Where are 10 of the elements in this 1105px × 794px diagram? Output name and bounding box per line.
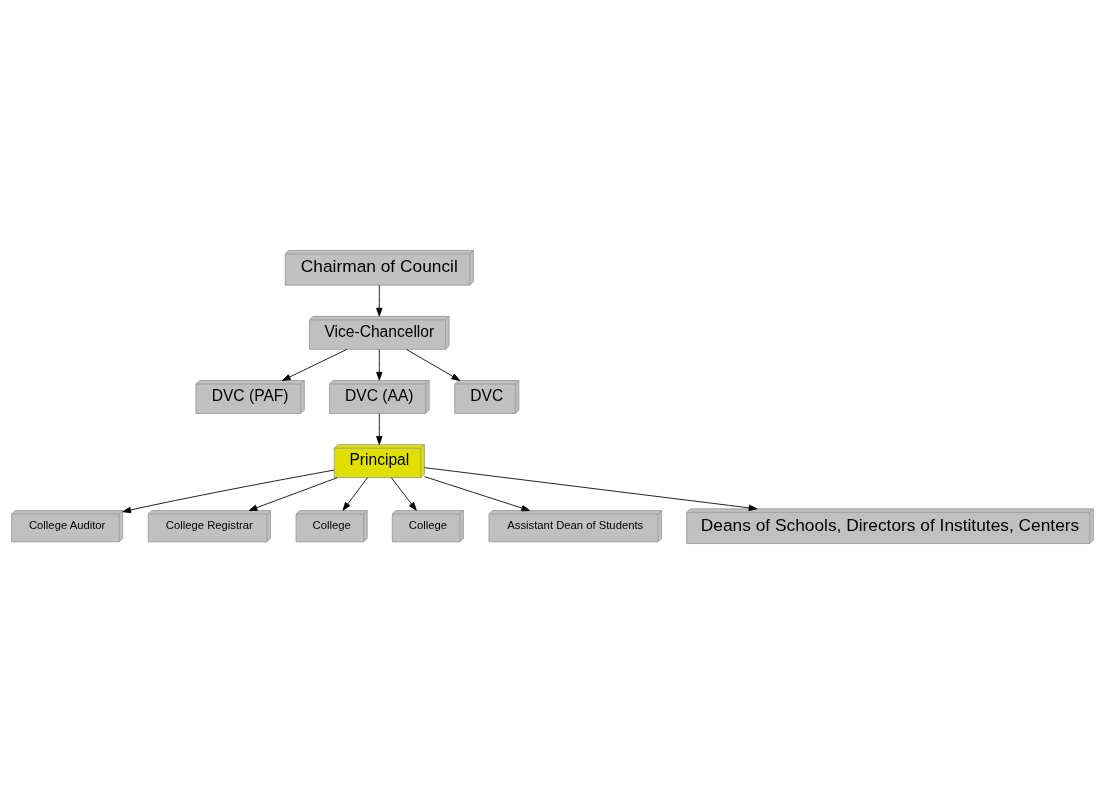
arrow <box>342 477 368 511</box>
arrow <box>406 349 461 381</box>
arrow <box>376 413 383 445</box>
arrow <box>376 349 383 381</box>
arrow <box>248 477 338 511</box>
arrow <box>423 467 758 511</box>
arrow <box>390 477 417 511</box>
arrow <box>376 284 383 317</box>
arrow <box>282 349 348 381</box>
arrow <box>424 476 531 512</box>
